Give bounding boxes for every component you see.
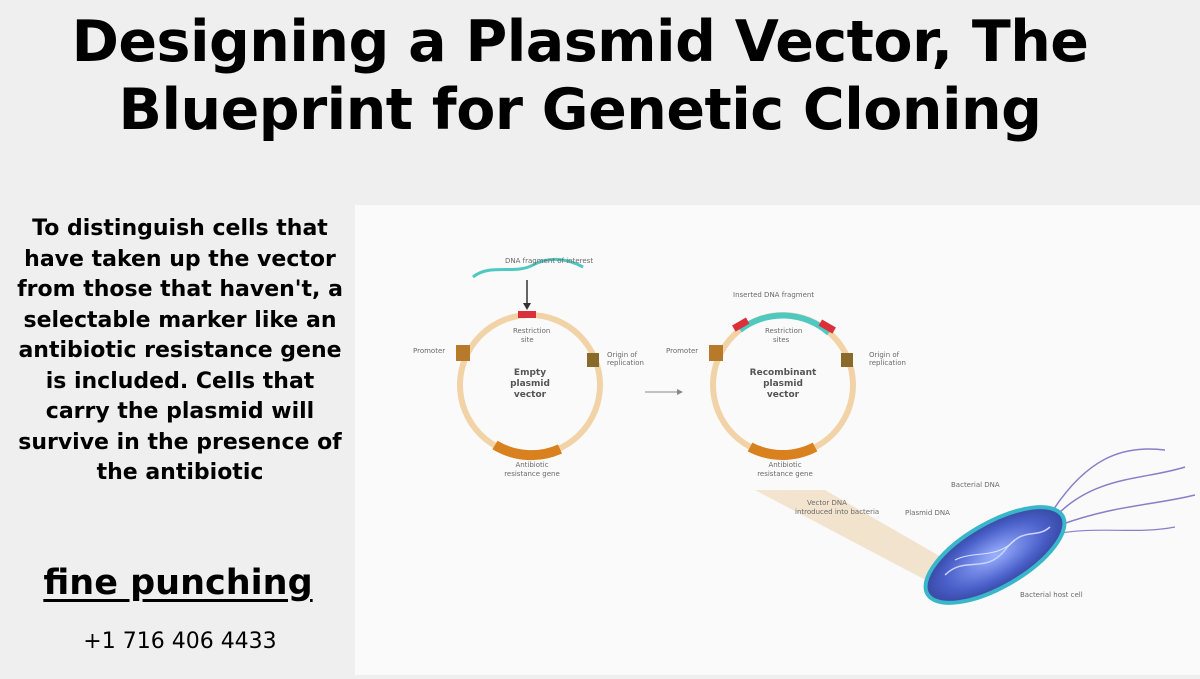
description-line: is included. Cells that	[45, 368, 315, 394]
vector-dna-label: Vector DNA	[807, 499, 847, 507]
dna-fragment-label: DNA fragment of interest	[505, 257, 593, 265]
flagellum	[1059, 494, 1196, 526]
bacterial-cell-body	[923, 505, 1067, 605]
origin-label: replication	[869, 359, 906, 367]
promoter-marker	[709, 345, 723, 361]
resistance-label: resistance gene	[504, 470, 560, 478]
resistance-label: resistance gene	[757, 470, 813, 478]
promoter-marker	[456, 345, 470, 361]
bacterium: Bacterial DNA Vector DNA introduced into…	[795, 448, 1196, 605]
bacterial-dna-strand	[954, 539, 1016, 561]
transfer-beam	[755, 490, 955, 585]
title-line-2: Blueprint for Genetic Cloning	[118, 77, 1042, 143]
origin-marker	[841, 353, 853, 367]
description-line: To distinguish cells that	[32, 216, 328, 241]
plasmid-diagram: DNA fragment of interest Restriction sit…	[355, 205, 1200, 675]
promoter-label: Promoter	[666, 347, 698, 355]
plasmid-center-label: plasmid	[763, 379, 803, 389]
empty-plasmid: DNA fragment of interest Restriction sit…	[413, 257, 644, 478]
plasmid-center-label: Empty	[514, 368, 546, 378]
resistance-gene-marker	[747, 442, 818, 460]
flagellum	[1054, 466, 1186, 518]
description-line: the antibiotic	[96, 460, 264, 485]
insert-arrow-head	[523, 303, 531, 310]
flagellum	[1044, 448, 1166, 524]
plasmid-center-label: plasmid	[510, 379, 550, 389]
restriction-sites-label: Restriction	[765, 327, 802, 335]
plasmid-center-label: vector	[514, 390, 547, 400]
inserted-fragment-label: Inserted DNA fragment	[733, 291, 814, 299]
bacterial-dna-strand	[944, 526, 1051, 576]
restriction-site-marker	[732, 317, 750, 332]
origin-label: Origin of	[607, 351, 638, 359]
page-title: Designing a Plasmid Vector, The Blueprin…	[0, 8, 1160, 144]
plasmid-diagram-svg: DNA fragment of interest Restriction sit…	[413, 257, 1196, 605]
flagellum	[1049, 526, 1176, 536]
plasmid-center-label: Recombinant	[750, 368, 817, 378]
phone-number: +1 716 406 4433	[83, 629, 277, 654]
restriction-sites-label: sites	[773, 336, 790, 344]
title-line-1: Designing a Plasmid Vector, The	[71, 9, 1089, 75]
description-line: survive in the presence of	[18, 429, 342, 455]
restriction-site-label: Restriction	[513, 327, 550, 335]
description-line: from those that haven't, a	[17, 277, 343, 302]
restriction-site-marker	[518, 311, 536, 318]
origin-marker	[587, 353, 599, 367]
description-line: carry the plasmid will	[45, 399, 315, 424]
resistance-label: Antibiotic	[768, 461, 801, 469]
resistance-label: Antibiotic	[515, 461, 548, 469]
dna-fragment-strand	[472, 257, 584, 279]
plasmid-center-label: vector	[767, 390, 800, 400]
origin-label: replication	[607, 359, 644, 367]
description-line: have taken up the vector	[24, 246, 336, 272]
bacterial-dna-label: Bacterial DNA	[951, 481, 1000, 489]
brand-name: fine punching	[43, 563, 313, 603]
vector-dna-label: introduced into bacteria	[795, 508, 879, 516]
resistance-gene-marker	[492, 440, 563, 461]
process-arrow-head	[677, 389, 683, 395]
host-cell-label: Bacterial host cell	[1020, 591, 1083, 599]
restriction-site-marker	[818, 319, 836, 334]
plasmid-dna-label: Plasmid DNA	[905, 509, 950, 517]
promoter-label: Promoter	[413, 347, 445, 355]
description-line: selectable marker like an	[23, 307, 337, 333]
description-line: antibiotic resistance gene	[18, 338, 342, 363]
origin-label: Origin of	[869, 351, 900, 359]
restriction-site-label: site	[521, 336, 534, 344]
description-text: To distinguish cells that have taken up …	[0, 214, 360, 489]
recombinant-plasmid: Inserted DNA fragment Restriction sites …	[666, 291, 906, 478]
